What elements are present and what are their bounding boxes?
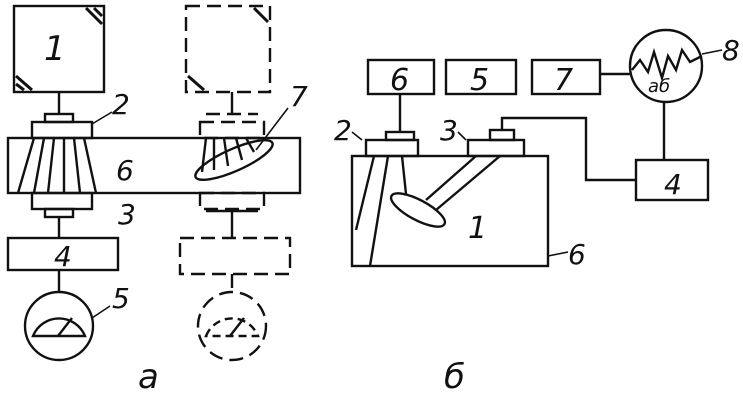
transducer-dashed-top bbox=[198, 120, 266, 140]
transducer-3 bbox=[466, 138, 526, 158]
label-b-5: 5 bbox=[470, 63, 489, 98]
angled-beam-5 bbox=[244, 137, 256, 153]
box-7 bbox=[530, 58, 602, 96]
beam-line-1 bbox=[16, 137, 36, 194]
gauge-5 bbox=[23, 290, 95, 362]
beam-b-2 bbox=[368, 155, 390, 267]
figure-a: 1 2 6 3 4 5 bbox=[6, 4, 308, 397]
oscilloscope-8 bbox=[628, 28, 704, 104]
gauge-dashed bbox=[196, 290, 268, 362]
box-5 bbox=[444, 58, 518, 96]
beam-line-5 bbox=[72, 137, 82, 194]
label-b-4: 4 bbox=[664, 168, 682, 201]
wire-3-4 bbox=[500, 116, 636, 182]
leader-2 bbox=[91, 111, 113, 125]
label-b-6: 6 bbox=[390, 63, 409, 98]
label-6: 6 bbox=[116, 154, 134, 187]
beam-b-5 bbox=[435, 155, 501, 211]
label-b-7: 7 bbox=[554, 63, 573, 98]
gauge-needle bbox=[57, 317, 73, 337]
caption-a: а bbox=[138, 357, 159, 392]
figure-b: 6 5 7 аб 8 4 2 3 1 bbox=[334, 28, 740, 397]
leader-8 bbox=[701, 49, 723, 55]
defect-1 bbox=[389, 192, 447, 228]
unit-4-dashed bbox=[178, 236, 292, 276]
dashed-hatch-top bbox=[252, 6, 270, 24]
beam-b-4 bbox=[425, 155, 477, 201]
waveform bbox=[631, 47, 703, 83]
gauge-dial bbox=[31, 317, 87, 338]
label-3: 3 bbox=[118, 198, 136, 231]
unit-1-dashed bbox=[184, 4, 272, 94]
label-b-2: 2 bbox=[334, 114, 352, 147]
leader-7 bbox=[255, 107, 289, 151]
defect-7 bbox=[194, 138, 274, 182]
label-5: 5 bbox=[112, 282, 130, 315]
transducer-2 bbox=[364, 138, 420, 158]
label-b-body6: 6 bbox=[568, 238, 586, 271]
hatch-bottom-left bbox=[15, 74, 33, 92]
leader-b-2 bbox=[351, 131, 363, 141]
label-ab: аб bbox=[648, 76, 670, 97]
hatch-top-right bbox=[84, 6, 104, 26]
hatch-bottom-left-2 bbox=[15, 82, 25, 92]
beam-line-6 bbox=[82, 137, 98, 194]
label-b-3: 3 bbox=[440, 114, 458, 147]
transducer-3 bbox=[30, 191, 94, 211]
leader-b-6 bbox=[547, 251, 569, 257]
test-body-b bbox=[350, 154, 550, 268]
label-b-8: 8 bbox=[722, 34, 740, 67]
caption-b: б bbox=[444, 357, 465, 392]
label-2: 2 bbox=[112, 88, 130, 121]
transducer-dashed-bottom bbox=[198, 191, 266, 211]
transducer-2 bbox=[30, 120, 94, 140]
connector-bottom bbox=[43, 207, 75, 219]
dashed-hatch-bottom bbox=[187, 74, 205, 92]
beam-line-3 bbox=[46, 137, 56, 194]
gauge-dashed-needle bbox=[229, 317, 245, 337]
label-4: 4 bbox=[54, 240, 72, 273]
hatch-top-right-2 bbox=[92, 6, 104, 18]
unit-4-box bbox=[6, 236, 120, 272]
leader-b-3 bbox=[457, 131, 467, 141]
beam-b-3 bbox=[400, 155, 408, 195]
test-body-6 bbox=[6, 136, 302, 195]
label-b-1: 1 bbox=[468, 211, 487, 246]
label-1: 1 bbox=[44, 29, 66, 69]
angled-beam-4 bbox=[234, 137, 244, 161]
leader-5 bbox=[91, 305, 111, 319]
beam-line-2 bbox=[32, 137, 46, 194]
label-7: 7 bbox=[290, 80, 308, 113]
beam-b-1 bbox=[354, 155, 376, 231]
transducer-3-connector bbox=[488, 128, 516, 142]
